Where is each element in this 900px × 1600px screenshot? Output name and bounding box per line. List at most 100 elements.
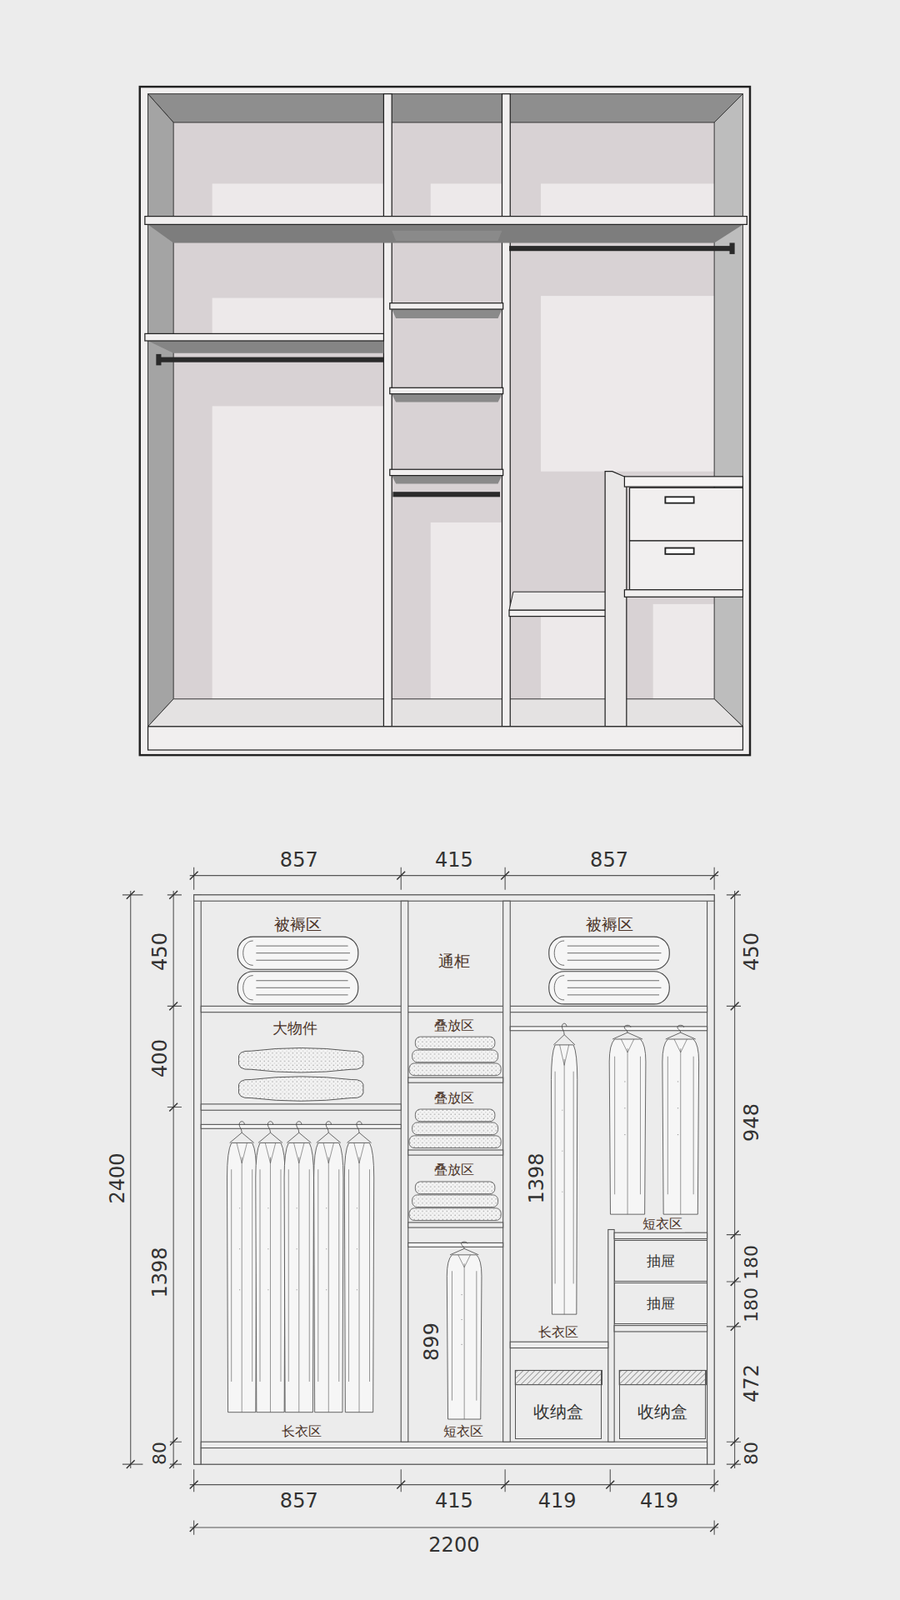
shelf-underside <box>148 340 385 354</box>
divider <box>400 900 409 1442</box>
zone-label: 叠放区 <box>431 1018 477 1034</box>
tick <box>730 890 740 1469</box>
dimension-line <box>167 890 182 1469</box>
side-panel <box>194 895 202 1465</box>
dimension-label: 2200 <box>425 1534 482 1556</box>
zone-label: 长衣区 <box>279 1424 325 1440</box>
rod-bracket <box>155 354 161 365</box>
dimension-label: 400 <box>149 1036 171 1080</box>
dimension-line <box>726 890 741 1469</box>
dimension-label: 419 <box>637 1490 681 1512</box>
top-panel <box>194 895 715 901</box>
shelf <box>390 303 504 310</box>
shelf-underside <box>391 309 502 319</box>
light-patch <box>212 298 385 335</box>
zone-label: 被褥区 <box>583 915 636 934</box>
dimension-label: 1398 <box>525 1150 548 1207</box>
dimension-label: 180 <box>741 1285 762 1325</box>
dimension-label: 415 <box>432 1490 476 1512</box>
dimension-label: 857 <box>277 1490 321 1512</box>
plinth <box>200 1448 707 1465</box>
dimension-label: 472 <box>740 1362 763 1406</box>
light-patch <box>540 295 715 472</box>
cabinet-frame <box>140 86 750 755</box>
quilt-icon <box>549 971 670 1005</box>
tick <box>169 890 178 1469</box>
light-patch <box>212 183 385 217</box>
short-coat-icon <box>446 1241 482 1420</box>
bottom-panel <box>200 1441 707 1448</box>
box-lid-hatch <box>515 1370 602 1385</box>
dimension-label: 419 <box>535 1490 580 1512</box>
drawer <box>630 487 744 541</box>
left-wall <box>148 94 175 727</box>
folded-clothes-icon <box>409 1109 501 1149</box>
light-patch <box>540 183 715 217</box>
zone-label: 短衣区 <box>440 1424 486 1440</box>
shelf <box>510 1341 609 1348</box>
dimension-label: 450 <box>149 930 171 975</box>
divider <box>501 94 510 727</box>
plinth <box>148 726 744 750</box>
zone-label: 叠放区 <box>431 1163 477 1179</box>
long-coat-icon <box>284 1121 314 1413</box>
hanging-rod <box>509 245 733 251</box>
long-coat-icon <box>551 1023 578 1315</box>
box-text: 抽屉 <box>645 1253 677 1270</box>
unit-top <box>624 476 743 487</box>
zone-label: 短衣区 <box>640 1217 685 1233</box>
shelf <box>408 1077 504 1083</box>
side-panel <box>707 895 715 1465</box>
short-coat-icon <box>609 1025 646 1215</box>
storage-box: 收纳盒 <box>619 1370 706 1439</box>
folded-clothes-icon <box>409 1036 501 1076</box>
hanging-rod <box>158 357 385 363</box>
floor <box>148 699 744 727</box>
dimension-lines <box>122 867 741 1535</box>
zone-label: 被褥区 <box>271 915 325 934</box>
storage-box: 收纳盒 <box>515 1370 602 1439</box>
quilt-icon <box>237 971 358 1005</box>
box-text: 抽屉 <box>645 1295 677 1312</box>
pillow-icon <box>238 1076 364 1101</box>
dimension-label: 415 <box>432 849 476 871</box>
zone-label: 通柜 <box>435 952 473 970</box>
shelf <box>408 1222 504 1228</box>
dimension-label: 899 <box>420 1320 443 1364</box>
box-text: 收纳盒 <box>635 1402 690 1421</box>
box-lid-hatch <box>619 1370 706 1385</box>
shelf-underside <box>391 394 502 403</box>
box-text: 收纳盒 <box>531 1402 585 1421</box>
long-coat-icon <box>255 1121 285 1413</box>
tick <box>190 871 719 880</box>
short-coat-icon <box>662 1025 700 1215</box>
shelf <box>624 590 743 598</box>
unit-side-panel <box>605 471 627 727</box>
dimension-label: 180 <box>741 1242 762 1283</box>
light-patch <box>212 405 385 699</box>
zone-label: 叠放区 <box>431 1090 477 1106</box>
hanging-rod <box>392 491 500 497</box>
dimension-label: 1398 <box>149 1244 171 1300</box>
hanging-rod <box>200 1124 401 1129</box>
quilt-icon <box>549 936 670 970</box>
divider <box>383 94 392 727</box>
drawer-box: 抽屉 <box>614 1240 707 1282</box>
dimension-line <box>190 1469 719 1492</box>
light-patch <box>540 616 605 700</box>
folded-clothes-icon <box>409 1181 501 1221</box>
dimension-label: 2400 <box>106 1150 129 1207</box>
shelf <box>200 1005 707 1012</box>
right-wall <box>714 94 743 727</box>
back-wall-light <box>212 183 715 699</box>
light-patch <box>653 604 715 700</box>
dimension-label: 857 <box>277 849 321 871</box>
back-wall <box>148 94 744 727</box>
dimension-label: 948 <box>740 1100 763 1145</box>
hanging-rod <box>408 1242 504 1247</box>
divider <box>503 900 511 1442</box>
shelf-underside <box>148 224 744 243</box>
shelf <box>408 1150 504 1155</box>
